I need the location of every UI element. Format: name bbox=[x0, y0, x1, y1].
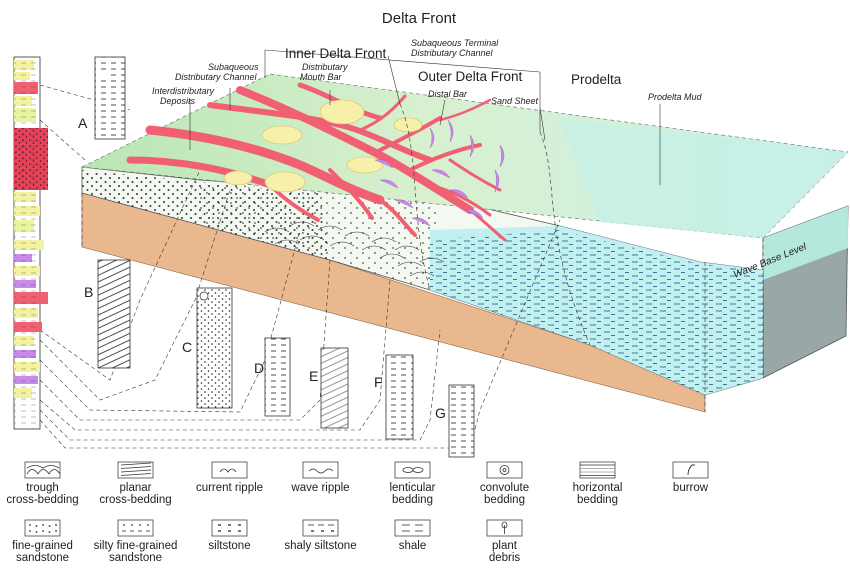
legend-swatch-siltstone bbox=[211, 519, 248, 537]
legend-label-planar-line2: cross-bedding bbox=[99, 494, 171, 506]
legend-swatch-trough bbox=[24, 461, 61, 479]
legend-label-convolute: convolute bbox=[480, 482, 529, 494]
label-subaqueous-terminal: Subaqueous Terminal bbox=[411, 38, 499, 48]
label-mouth-bar: Distributary bbox=[302, 62, 348, 72]
legend-label-current: current ripple bbox=[196, 482, 263, 494]
block-diagram bbox=[39, 49, 849, 449]
legend-swatch-horizontal bbox=[579, 461, 616, 479]
section-column-b bbox=[97, 259, 131, 369]
legend-label-horizontal: horizontal bbox=[573, 482, 623, 494]
label-subaqueous-terminal-2: Distributary Channel bbox=[411, 48, 494, 58]
legend-label-shaly: shaly siltstone bbox=[284, 540, 356, 552]
section-column-f bbox=[385, 354, 414, 440]
legend-label-convolute-line2: bedding bbox=[484, 494, 525, 506]
diagram-title: Delta Front bbox=[382, 10, 457, 27]
legend-label-plant-line2: debris bbox=[489, 552, 521, 564]
section-label-c: C bbox=[182, 339, 192, 355]
legend-label-horizontal-line2: bedding bbox=[577, 494, 618, 506]
legend-label-plant: plant bbox=[492, 540, 518, 552]
zone-boundaries bbox=[81, 103, 764, 412]
section-column-a bbox=[94, 56, 126, 140]
distal-bars bbox=[374, 119, 505, 227]
label-sand-sheet: Sand Sheet bbox=[491, 96, 539, 106]
section-column-c bbox=[196, 287, 233, 409]
label-interdistributary-2: Deposits bbox=[160, 96, 196, 106]
legend-item-burrow: burrow bbox=[672, 461, 709, 494]
legend-swatch-lenticular bbox=[394, 461, 431, 479]
legend-item-current: current ripple bbox=[196, 461, 263, 494]
legend-swatch-shaly bbox=[302, 519, 339, 537]
legend-label-silty: silty fine-grained bbox=[94, 540, 178, 552]
legend-label-lenticular-line2: bedding bbox=[392, 494, 433, 506]
label-distal-bar: Distal Bar bbox=[428, 89, 468, 99]
legend-item-siltstone: siltstone bbox=[208, 519, 251, 552]
legend-swatch-fine bbox=[24, 519, 61, 537]
mouth-bars bbox=[223, 99, 423, 193]
legend-label-shale: shale bbox=[399, 540, 427, 552]
legend-label-fine: fine-grained bbox=[12, 540, 73, 552]
zone-label-inner-delta-front: Inner Delta Front bbox=[285, 46, 387, 61]
legend-label-planar: planar bbox=[120, 482, 152, 494]
section-label-b: B bbox=[84, 284, 93, 300]
section-label-f: F bbox=[374, 374, 383, 390]
section-column-g bbox=[448, 384, 475, 458]
section-column-d bbox=[264, 337, 291, 417]
label-mouth-bar-2: Mouth Bar bbox=[300, 72, 343, 82]
legend-item-shale: shale bbox=[394, 519, 431, 552]
legend: troughcross-beddingplanarcross-beddingcu… bbox=[6, 461, 709, 564]
legend-swatch-burrow bbox=[672, 461, 709, 479]
legend-item-shaly: shaly siltstone bbox=[284, 519, 357, 552]
legend-item-wave: wave ripple bbox=[290, 461, 350, 494]
label-leader-lines bbox=[189, 49, 661, 185]
legend-swatch-convolute bbox=[486, 461, 523, 479]
legend-label-fine-line2: sandstone bbox=[16, 552, 69, 564]
section-label-g: G bbox=[435, 405, 446, 421]
label-subaqueous-channel-2: Distributary Channel bbox=[175, 72, 258, 82]
label-prodelta-mud: Prodelta Mud bbox=[648, 92, 703, 102]
zone-label-prodelta: Prodelta bbox=[571, 72, 622, 87]
section-column-e bbox=[320, 347, 349, 429]
legend-swatch-silty bbox=[117, 519, 154, 537]
label-subaqueous-channel: Subaqueous bbox=[208, 62, 259, 72]
section-label-a: A bbox=[78, 115, 88, 131]
legend-label-trough-line2: cross-bedding bbox=[6, 494, 78, 506]
master-strat-column bbox=[13, 56, 48, 430]
legend-swatch-shale bbox=[394, 519, 431, 537]
label-interdistributary: Interdistributary bbox=[152, 86, 215, 96]
legend-label-wave: wave ripple bbox=[290, 482, 349, 494]
legend-label-lenticular: lenticular bbox=[389, 482, 435, 494]
legend-label-silty-line2: sandstone bbox=[109, 552, 162, 564]
cross-bedding-marks bbox=[264, 221, 445, 277]
zone-label-outer-delta-front: Outer Delta Front bbox=[418, 69, 523, 84]
legend-label-burrow: burrow bbox=[673, 482, 709, 494]
section-label-e: E bbox=[309, 368, 318, 384]
legend-label-siltstone: siltstone bbox=[208, 540, 250, 552]
section-label-d: D bbox=[254, 360, 264, 376]
legend-swatch-wave bbox=[302, 461, 339, 479]
legend-label-trough: trough bbox=[26, 482, 59, 494]
